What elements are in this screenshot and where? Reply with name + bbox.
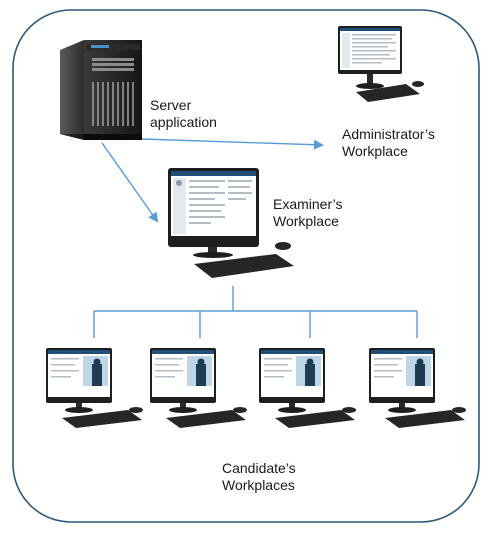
desktop-computer-icon — [150, 348, 247, 428]
administrator-label: Administrator’s Workplace — [342, 126, 435, 160]
candidate-connector — [93, 286, 418, 338]
examiner-label: Examiner’s Workplace — [273, 196, 343, 230]
candidate-label-line2: Workplaces — [222, 477, 295, 493]
administrator-label-line1: Administrator’s — [342, 126, 435, 142]
desktop-computer-icon — [338, 26, 424, 102]
candidate-label: Candidate’s Workplaces — [222, 460, 296, 494]
arrow-server-to-examiner — [101, 142, 159, 223]
outer-frame — [12, 9, 480, 523]
server-label: Server application — [150, 97, 217, 131]
desktop-computer-icon — [46, 348, 143, 428]
administrator-label-line2: Workplace — [342, 143, 408, 159]
server-label-line2: application — [150, 114, 217, 130]
tower-server-icon — [60, 40, 142, 140]
examiner-label-line1: Examiner’s — [273, 196, 343, 212]
arrow-server-to-administrator — [141, 138, 324, 150]
examiner-label-line2: Workplace — [273, 213, 339, 229]
server-label-line1: Server — [150, 97, 192, 113]
desktop-computer-icon — [259, 348, 356, 428]
desktop-computer-icon — [168, 168, 294, 278]
desktop-computer-icon — [369, 348, 466, 428]
candidate-label-line1: Candidate’s — [222, 460, 296, 476]
